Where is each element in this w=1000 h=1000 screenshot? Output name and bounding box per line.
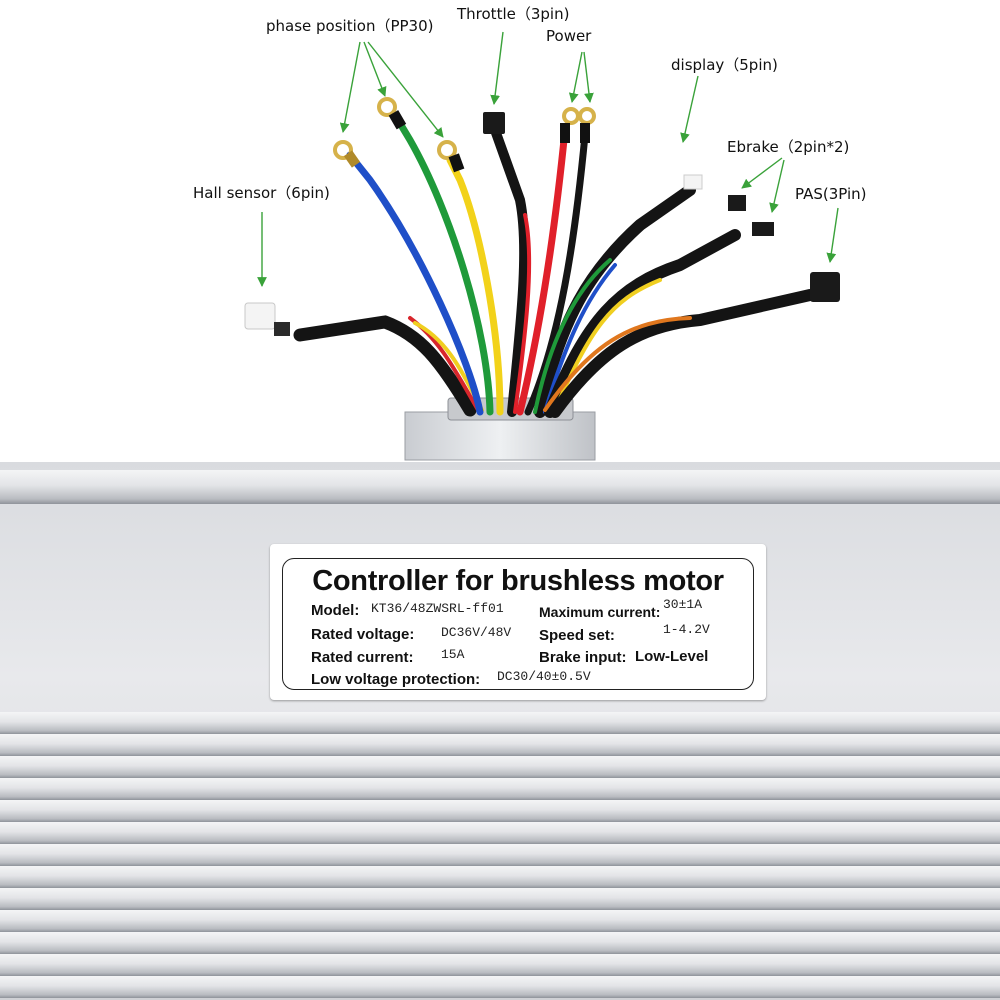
heatsink-fin <box>0 954 1000 976</box>
power-ring-terminals <box>560 107 596 143</box>
power-wire-red <box>516 126 569 416</box>
display-cable <box>534 184 696 418</box>
callout-phase-position: phase position（PP30) <box>266 17 434 35</box>
pas-wire-orange <box>543 316 692 412</box>
callout-pas: PAS(3Pin) <box>795 185 867 203</box>
heatsink-fin <box>0 844 1000 866</box>
product-label: Controller for brushless motor Model: KT… <box>270 544 766 700</box>
arrow-pas <box>826 207 839 263</box>
low-voltage-key: Low voltage protection: <box>311 671 481 688</box>
arrow-phase-3 <box>367 41 444 138</box>
low-voltage-value: DC30/40±0.5V <box>497 669 591 684</box>
arrow-ebrake-2 <box>769 159 785 213</box>
heatsink-fin <box>0 866 1000 888</box>
throttle-connector <box>483 112 505 134</box>
heatsink-fin <box>0 778 1000 800</box>
max-current-value: 30±1A <box>663 597 703 612</box>
hall-sensor-cable <box>293 315 477 417</box>
callout-hall-sensor: Hall sensor（6pin) <box>193 184 330 202</box>
heatsink-fin <box>0 932 1000 954</box>
speed-set-key: Speed set: <box>539 627 615 644</box>
arrow-display <box>680 75 699 143</box>
rated-current-value: 15A <box>441 647 465 662</box>
phase-wire-yellow <box>446 156 504 416</box>
model-value: KT36/48ZWSRL-ff01 <box>371 601 504 616</box>
heatsink-fin <box>0 800 1000 822</box>
heatsink-fin <box>0 712 1000 734</box>
phase-wire-blue <box>346 151 484 416</box>
throttle-wire-red <box>513 213 532 414</box>
brake-input-value: Low-Level <box>635 648 709 665</box>
heatsink-fin <box>0 888 1000 910</box>
arrow-phase-1 <box>339 41 361 133</box>
arrow-ebrake-1 <box>741 157 783 189</box>
power-wire-black <box>524 131 589 416</box>
callout-ebrake: Ebrake（2pin*2) <box>727 138 850 156</box>
speed-set-value: 1-4.2V <box>663 622 710 637</box>
pas-connector <box>810 272 840 302</box>
rated-voltage-key: Rated voltage: <box>311 626 415 643</box>
callout-throttle: Throttle（3pin) <box>457 5 570 23</box>
arrow-phase-2 <box>363 41 387 97</box>
label-frame: Controller for brushless motor Model: KT… <box>282 558 754 690</box>
phase-wire-green <box>391 111 494 416</box>
controller-housing <box>0 462 1000 1000</box>
phase-ring-terminal-1 <box>333 140 361 168</box>
heatsink-fin <box>0 910 1000 932</box>
ebrake-cable <box>544 229 741 418</box>
ebrake-connectors <box>728 195 774 236</box>
callout-display: display（5pin) <box>671 56 778 74</box>
brake-input-key: Brake input: <box>539 649 627 666</box>
housing-top-ridge <box>0 470 1000 504</box>
max-current-key: Maximum current: <box>539 604 661 620</box>
callout-power: Power <box>546 27 592 45</box>
hall-sensor-connector <box>244 302 290 336</box>
throttle-cable <box>490 125 530 417</box>
model-key: Model: <box>311 602 360 619</box>
phase-ring-terminal-3 <box>437 140 465 173</box>
display-wire-green <box>533 258 612 414</box>
heatsink-fin <box>0 822 1000 844</box>
arrow-throttle <box>490 31 504 105</box>
heatsink-fin <box>0 734 1000 756</box>
heatsink-fin <box>0 756 1000 778</box>
rated-voltage-value: DC36V/48V <box>441 625 512 640</box>
display-wire-blue <box>543 263 617 414</box>
phase-ring-terminal-2 <box>377 97 407 130</box>
heatsink-fin <box>0 976 1000 998</box>
arrow-power-1 <box>568 51 583 103</box>
label-title: Controller for brushless motor <box>312 565 724 597</box>
arrow-power-2 <box>583 51 594 103</box>
display-connector <box>683 174 703 190</box>
rated-current-key: Rated current: <box>311 649 414 666</box>
pas-cable <box>549 289 816 418</box>
